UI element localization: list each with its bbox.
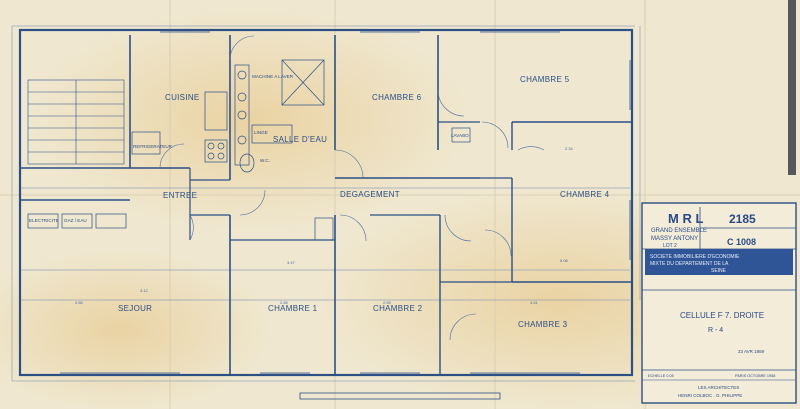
title-architects: LES ARCHITECTES — [698, 385, 739, 390]
dimension-value: 2.34 — [565, 146, 574, 151]
title-ref-2: R - 4 — [708, 327, 723, 334]
room-label-sejour: SEJOUR — [118, 304, 152, 313]
room-label-cuisine: CUISINE — [165, 93, 200, 102]
staircase — [27, 79, 125, 165]
dimension-value: 2.85 — [280, 300, 289, 305]
dimension-value: 5.06 — [560, 258, 569, 263]
door-swings — [159, 35, 545, 341]
title-societe-2: MIXTE DU DEPARTEMENT DE LA — [650, 261, 729, 267]
room-label-chambre-5: CHAMBRE 5 — [520, 75, 570, 84]
title-echelle: ECHELLE 0.05 — [648, 374, 674, 378]
dimension-value: 2.65 — [383, 300, 392, 305]
fixture-label-refrigerateur: REFRIGERATEUR — [133, 144, 173, 149]
title-architects-names: HENRI COLBOC . G. PHILIPPE — [678, 393, 742, 398]
windows — [60, 31, 631, 374]
title-cellule: CELLULE F 7. DROITE — [680, 311, 764, 320]
title-lot: LOT 2 — [663, 243, 677, 249]
scale-bar — [299, 392, 501, 400]
paper-stain — [30, 10, 470, 230]
title-societe-3: SEINE — [711, 268, 727, 274]
title-date: PARIS OCTOBRE 1958 — [735, 374, 775, 378]
title-plan-number: 2185 — [729, 212, 756, 226]
room-label-chambre-1: CHAMBRE 1 — [268, 304, 318, 313]
fixture-label-electricite: ELECTRICITE — [29, 218, 59, 223]
utility-closets — [27, 213, 127, 229]
binding-strip — [788, 0, 796, 175]
title-stamp: 23 AVR 1959 — [738, 349, 765, 354]
title-block — [641, 202, 797, 404]
fixture-label-machine: MACHINE A LAVER — [252, 74, 294, 79]
title-logo: M R L — [668, 211, 703, 226]
title-societe-1: SOCIETE IMMOBILIERE D'ECONOMIE — [650, 254, 740, 260]
kitchen-fixtures — [131, 91, 228, 163]
bathroom-fixtures — [234, 59, 471, 241]
fixture-label-lavabo: LAVABO — [451, 133, 469, 138]
room-label-salle-deau: SALLE D'EAU — [273, 135, 327, 144]
room-label-chambre-2: CHAMBRE 2 — [373, 304, 423, 313]
fixture-label-gaz: GAZ / EAU — [64, 218, 87, 223]
room-label-chambre-6: CHAMBRE 6 — [372, 93, 422, 102]
dimension-value: 3.47 — [287, 260, 296, 265]
paper-stain — [0, 250, 270, 409]
title-line-2: MASSY ANTONY — [651, 236, 698, 242]
room-label-chambre-4: CHAMBRE 4 — [560, 190, 610, 199]
dimension-value: 4.61 — [530, 300, 539, 305]
dimension-value: 3.12 — [140, 288, 149, 293]
title-line-1: GRAND ENSEMBLE — [651, 228, 707, 234]
room-label-chambre-3: CHAMBRE 3 — [518, 320, 568, 329]
room-label-wc: W.C. — [260, 158, 270, 163]
room-label-degagement: DEGAGEMENT — [340, 190, 400, 199]
dimension-lines — [11, 25, 641, 382]
fixture-label-linge: LINGE — [254, 130, 268, 135]
room-label-entree: ENTREE — [163, 191, 197, 200]
title-reference: C 1008 — [727, 237, 756, 247]
dimension-value: 2.85 — [75, 300, 84, 305]
